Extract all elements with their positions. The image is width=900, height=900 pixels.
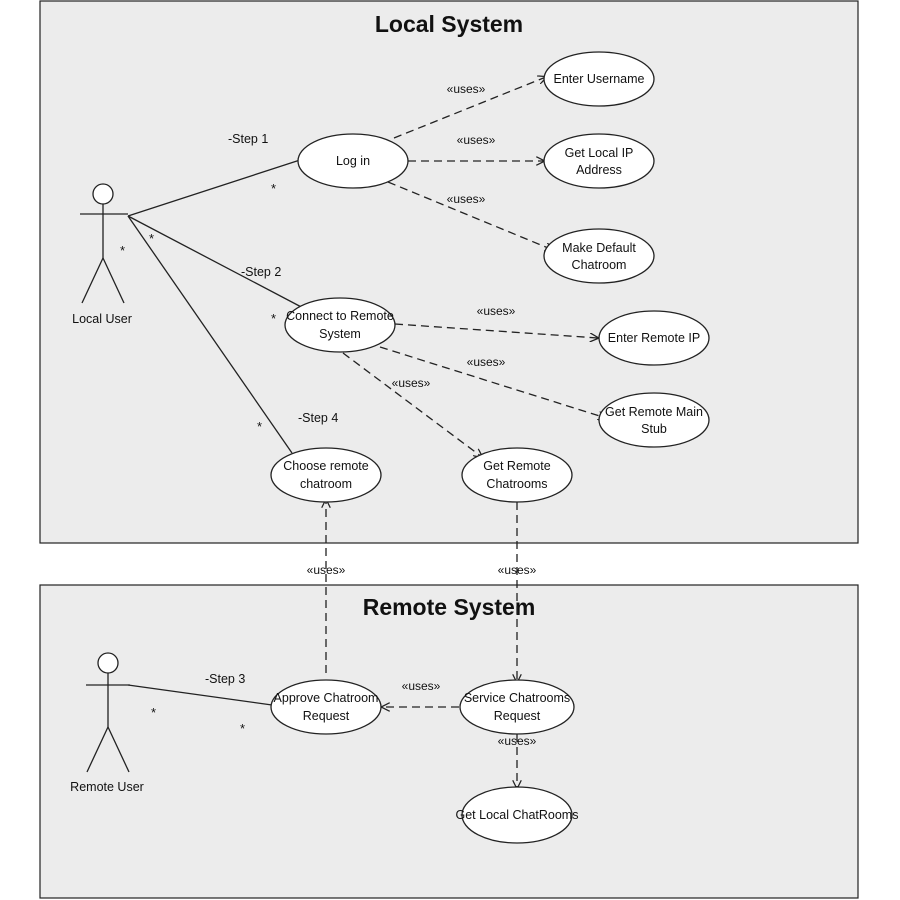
svg-text:Stub: Stub <box>641 422 667 436</box>
use-case-enter-username: Enter Username <box>543 51 655 107</box>
stereotype-label: «uses» <box>447 192 486 206</box>
svg-text:Get Remote: Get Remote <box>483 459 550 473</box>
svg-text:chatroom: chatroom <box>300 477 352 491</box>
multiplicity-label: * <box>271 311 276 326</box>
svg-text:Request: Request <box>494 709 541 723</box>
local-system-title: Local System <box>375 11 523 37</box>
stereotype-label: «uses» <box>477 304 516 318</box>
assoc-remoteuser-approve <box>127 684 273 706</box>
remote-user-label: Remote User <box>70 780 144 794</box>
svg-text:Make Default: Make Default <box>562 241 636 255</box>
use-case-label: System <box>319 327 361 341</box>
svg-text:Get Local ChatRooms: Get Local ChatRooms <box>456 808 579 822</box>
use-case-get-local-chatrooms: Get Local ChatRooms <box>456 786 579 844</box>
stereotype-label: «uses» <box>457 133 496 147</box>
use-case-label: Get Local IP <box>565 146 634 160</box>
svg-text:System: System <box>319 327 361 341</box>
svg-text:Log in: Log in <box>336 154 370 168</box>
dep-login-make-default <box>387 181 553 250</box>
use-case-label: Address <box>576 163 622 177</box>
use-case-approve-chatroom-request: Approve Chatroom Request <box>270 679 382 735</box>
use-case-login: Log in <box>297 133 409 189</box>
use-case-label: Enter Username <box>553 72 644 86</box>
stereotype-label: «uses» <box>467 355 506 369</box>
svg-text:Enter Remote IP: Enter Remote IP <box>608 331 700 345</box>
assoc-localuser-login <box>127 159 301 217</box>
svg-text:Chatroom: Chatroom <box>572 258 627 272</box>
assoc-localuser-choose <box>127 215 293 454</box>
use-case-label: Request <box>303 709 350 723</box>
multiplicity-label: * <box>149 231 154 246</box>
dep-login-enter-username <box>393 77 546 139</box>
use-case-label: Get Local ChatRooms <box>456 808 579 822</box>
multiplicity-label: * <box>120 243 125 258</box>
dep-connect-get-remote-chatrooms <box>342 352 482 457</box>
use-case-label: Chatrooms <box>486 477 547 491</box>
svg-text:Get Local IP: Get Local IP <box>565 146 634 160</box>
use-case-label: Connect to Remote <box>286 309 394 323</box>
svg-text:Choose remote: Choose remote <box>283 459 369 473</box>
use-case-label: Request <box>494 709 541 723</box>
local-user-label: Local User <box>72 312 132 326</box>
stereotype-label: «uses» <box>447 82 486 96</box>
local-user-actor: Local User <box>72 183 132 326</box>
stereotype-label: «uses» <box>402 679 441 693</box>
use-case-choose-remote-chatroom: Choose remote chatroom <box>270 447 382 503</box>
svg-text:Address: Address <box>576 163 622 177</box>
use-case-label: Stub <box>641 422 667 436</box>
stereotype-label: «uses» <box>307 563 346 577</box>
dep-connect-get-main-stub <box>379 346 606 418</box>
use-case-label: Log in <box>336 154 370 168</box>
use-case-label: Get Remote <box>483 459 550 473</box>
use-case-label: Make Default <box>562 241 636 255</box>
use-case-connect-remote-system: Connect to Remote System <box>284 297 396 353</box>
svg-text:Enter Username: Enter Username <box>553 72 644 86</box>
use-case-label: Get Remote Main <box>605 405 703 419</box>
use-case-get-remote-chatrooms: Get Remote Chatrooms <box>461 447 573 503</box>
remote-system-boundary <box>39 584 859 899</box>
use-case-get-local-ip: Get Local IP Address <box>543 133 655 189</box>
use-case-label: Choose remote <box>283 459 369 473</box>
stereotype-label: «uses» <box>498 563 537 577</box>
step-2-label: -Step 2 <box>241 265 281 279</box>
use-case-make-default-chatroom: Make Default Chatroom <box>543 228 655 284</box>
use-case-label: chatroom <box>300 477 352 491</box>
svg-text:Approve Chatroom: Approve Chatroom <box>274 691 379 705</box>
multiplicity-label: * <box>240 721 245 736</box>
multiplicity-label: * <box>151 705 156 720</box>
step-4-label: -Step 4 <box>298 411 338 425</box>
use-case-label: Chatroom <box>572 258 627 272</box>
svg-text:Service Chatrooms: Service Chatrooms <box>464 691 570 705</box>
stereotype-label: «uses» <box>498 734 537 748</box>
multiplicity-label: * <box>271 181 276 196</box>
use-case-label: Enter Remote IP <box>608 331 700 345</box>
use-case-label: Service Chatrooms <box>464 691 570 705</box>
svg-text:Request: Request <box>303 709 350 723</box>
svg-text:Chatrooms: Chatrooms <box>486 477 547 491</box>
remote-system-title: Remote System <box>363 594 536 620</box>
svg-text:Connect to Remote: Connect to Remote <box>286 309 394 323</box>
use-case-enter-remote-ip: Enter Remote IP <box>598 310 710 366</box>
local-system-boundary <box>39 0 859 544</box>
remote-user-actor: Remote User <box>70 652 144 794</box>
use-case-service-chatrooms-request: Service Chatrooms Request <box>459 679 575 735</box>
multiplicity-label: * <box>257 419 262 434</box>
use-case-get-remote-main-stub: Get Remote Main Stub <box>598 392 710 448</box>
assoc-localuser-connect <box>127 215 308 311</box>
step-1-label: -Step 1 <box>228 132 268 146</box>
use-case-label: Approve Chatroom <box>274 691 379 705</box>
stereotype-label: «uses» <box>392 376 431 390</box>
step-3-label: -Step 3 <box>205 672 245 686</box>
svg-text:Get Remote Main: Get Remote Main <box>605 405 703 419</box>
dep-connect-enter-remote-ip <box>394 323 598 338</box>
